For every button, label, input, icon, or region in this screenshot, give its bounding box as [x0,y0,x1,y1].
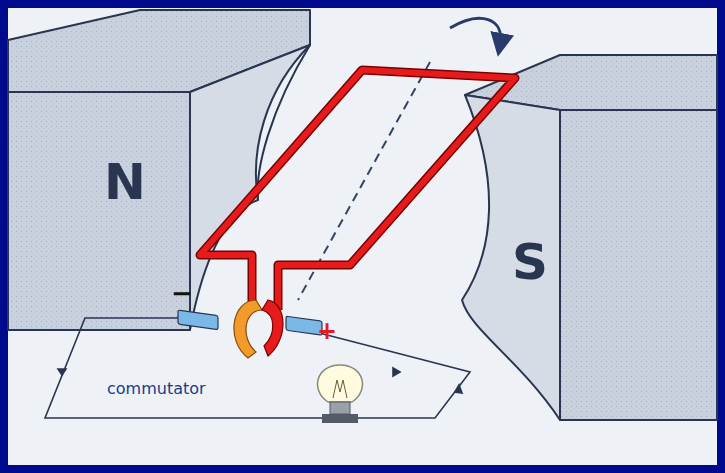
background [8,8,717,465]
magnet-pole: N [104,155,146,210]
pole-label: N [104,155,146,210]
polarity-sign: + [317,318,337,344]
rotation-arrow [450,18,501,45]
magnet-pole: S [512,235,548,290]
light-bulb [318,365,363,423]
part-label: commutator [107,380,206,398]
south-magnet [462,55,717,420]
pole-label: S [512,235,548,290]
armature-coil [200,70,515,310]
commutator-rings [178,300,322,358]
polarity-sign: − [171,279,193,308]
north-magnet [8,10,310,330]
external-circuit [45,318,470,418]
